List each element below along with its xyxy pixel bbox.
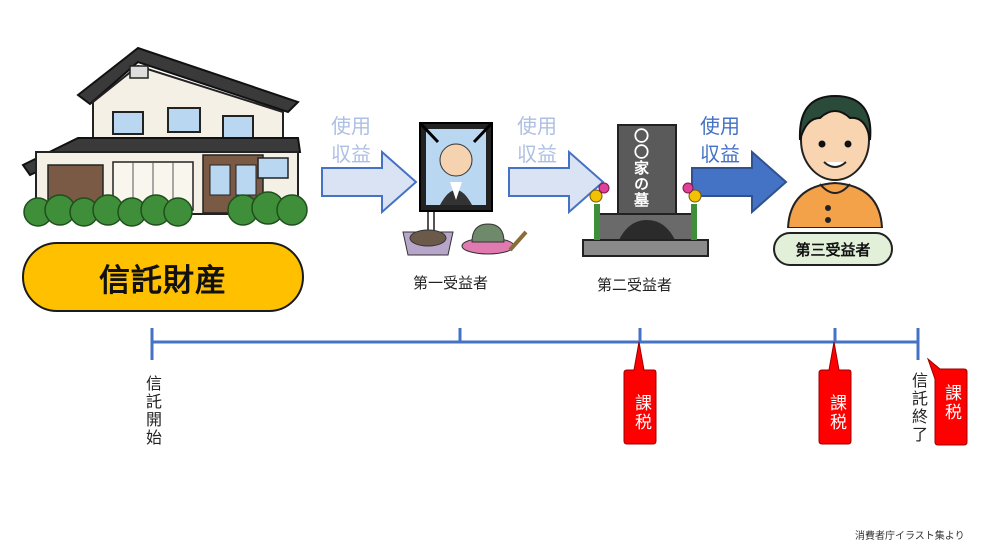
trust-property-label: 信託財産 (99, 262, 227, 299)
trust-start-label: 信託開始 (143, 375, 162, 447)
beneficiary-1-label: 第一受益者 (413, 274, 489, 292)
memorial-portrait-illustration (402, 121, 528, 256)
usage-label-1-line1: 使用 (331, 114, 371, 138)
house-illustration (21, 46, 308, 227)
image-credit: 消費者庁イラスト集より (855, 531, 965, 542)
tax-tag-shape-3 (926, 357, 968, 446)
usage-label-2-line2: 収益 (517, 142, 557, 166)
usage-arrow-2 (508, 150, 605, 214)
beneficiary-2-label: 第二受益者 (597, 276, 673, 294)
trust-property-box: 信託財産 (22, 242, 304, 312)
beneficiary-3-box: 第三受益者 (773, 232, 893, 266)
usage-label-2: 使用 収益 (517, 112, 557, 168)
grave-inscription: 〇〇家の墓 (632, 128, 650, 208)
usage-label-3-line2: 収益 (700, 142, 740, 166)
usage-label-2-line1: 使用 (517, 114, 557, 138)
young-man-illustration (786, 94, 884, 228)
tax-tag-1-label: 課税 (631, 394, 651, 432)
usage-arrow-3 (691, 150, 788, 214)
tax-tag-shape-1 (623, 341, 657, 445)
usage-arrow-1 (321, 150, 418, 214)
usage-label-3: 使用 収益 (700, 112, 740, 168)
trust-end-label: 信託終了 (909, 372, 928, 444)
tax-tag-3-label: 課税 (941, 384, 961, 422)
usage-label-3-line1: 使用 (700, 114, 740, 138)
timeline (150, 328, 920, 360)
usage-label-1-line2: 収益 (331, 142, 371, 166)
beneficiary-3-label: 第三受益者 (795, 240, 871, 259)
tax-tag-2-label: 課税 (826, 394, 846, 432)
usage-label-1: 使用 収益 (331, 112, 371, 168)
tax-tag-shape-2 (818, 341, 852, 445)
grave-illustration (582, 124, 709, 257)
